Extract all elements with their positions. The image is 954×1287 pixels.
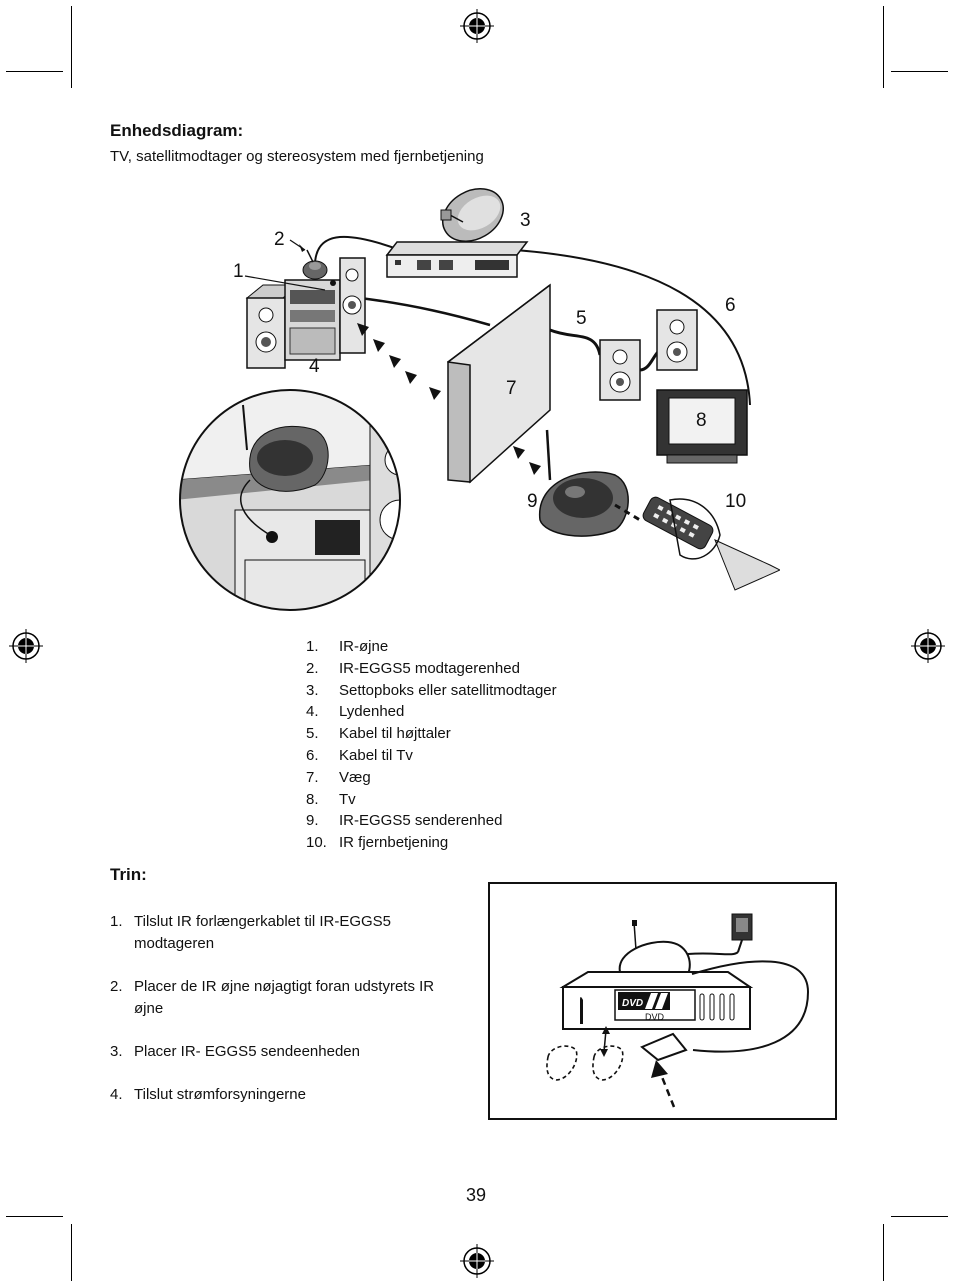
legend-text: IR-EGGS5 modtagerenhed <box>339 659 520 677</box>
stereo-to-wall-cable <box>359 296 491 327</box>
diagram-label-8: 8 <box>696 410 707 431</box>
step-text: Tilslut strømforsyningerne <box>134 1086 306 1103</box>
step-number: 3. <box>110 1043 123 1060</box>
legend-number: 8. <box>306 790 319 808</box>
stereo-system <box>245 249 366 369</box>
diagram-label-9: 9 <box>527 491 538 512</box>
step-number: 1. <box>110 913 123 930</box>
dvd-player: DVD DVD <box>559 971 754 1030</box>
diagram-label-4: 4 <box>309 356 320 377</box>
extension-cable <box>691 960 810 1053</box>
steps-list: 1. Tilslut IR forlængerkablet til IR-EGGS… <box>110 911 460 1106</box>
legend-text: Lydenhed <box>339 703 405 721</box>
ir-transmitter-icon <box>539 429 629 537</box>
list-item: 4. Tilslut strømforsyningerne <box>110 1084 460 1106</box>
diagram-label-1: 1 <box>233 261 244 282</box>
legend-number: 4. <box>306 703 319 721</box>
legend-number: 1. <box>306 638 319 655</box>
diagram-label-10: 10 <box>725 491 746 512</box>
crop-mark <box>6 1216 63 1217</box>
page-subtitle: TV, satellitmodtager og stereosystem med… <box>110 148 484 165</box>
crop-mark <box>71 6 72 88</box>
legend-text: Væg <box>339 768 371 786</box>
list-item: 1. IR-øjne <box>306 636 557 658</box>
power-adapter-icon <box>687 913 753 956</box>
list-item: 2. Placer de IR øjne nøjagtigt foran udst… <box>110 976 460 1020</box>
arrow-icon <box>299 244 305 252</box>
list-item: 8. Tv <box>306 789 557 811</box>
list-item: 9. IR-EGGS5 senderenhed <box>306 810 557 832</box>
diagram-label-6: 6 <box>725 295 736 316</box>
list-item: 3. Placer IR- EGGS5 sendeenheden <box>110 1041 460 1063</box>
legend-number: 7. <box>306 768 319 786</box>
list-item: 6. Kabel til Tv <box>306 745 557 767</box>
crop-mark <box>71 1224 72 1281</box>
step-text: Tilslut IR forlængerkablet til IR-EGGS5 … <box>134 913 392 952</box>
crop-mark <box>891 1216 948 1217</box>
registration-mark-icon <box>460 9 494 43</box>
legend-text: Kabel til Tv <box>339 746 413 764</box>
legend-text: Settopboks eller satellitmodtager <box>339 681 557 699</box>
list-item: 7. Væg <box>306 767 557 789</box>
wall <box>447 283 551 484</box>
list-item: 10. IR fjernbetjening <box>306 832 557 854</box>
list-item: 1. Tilslut IR forlængerkablet til IR-EGGS… <box>110 911 460 955</box>
list-item: 5. Kabel til højttaler <box>306 723 557 745</box>
speaker-cable <box>549 328 602 356</box>
page-number: 39 <box>466 1185 487 1205</box>
remote-control-icon <box>642 496 780 591</box>
arrow-icon <box>651 1060 668 1078</box>
legend-text: IR-øjne <box>339 638 389 655</box>
step-number: 2. <box>110 978 123 995</box>
cable-to-tv <box>514 249 751 406</box>
steps-heading: Trin: <box>110 865 147 884</box>
diagram-label-5: 5 <box>576 308 587 329</box>
list-item: 4. Lydenhed <box>306 701 557 723</box>
step-text: Placer IR- EGGS5 sendeenheden <box>134 1043 360 1060</box>
crop-mark <box>883 6 884 88</box>
diagram-label-3: 3 <box>520 210 531 231</box>
label-pointer <box>244 275 326 291</box>
page-heading: Enhedsdiagram: <box>110 121 244 140</box>
crop-mark <box>891 71 948 72</box>
legend-number: 10. <box>306 834 327 852</box>
crop-mark <box>6 71 63 72</box>
legend-text: IR fjernbetjening <box>339 834 449 852</box>
legend-number: 2. <box>306 659 319 677</box>
device-diagram: 1 2 3 4 5 6 7 8 9 10 <box>179 188 780 611</box>
crop-mark <box>883 1224 884 1281</box>
legend-number: 6. <box>306 746 319 764</box>
legend-number: 3. <box>306 681 319 699</box>
speaker-icon <box>599 339 641 401</box>
diagram-label-7: 7 <box>506 378 517 399</box>
receiver-cable <box>313 235 401 271</box>
pointer-arrow <box>658 1071 676 1108</box>
component-legend: 1. IR-øjne 2. IR-EGGS5 modtagerenhed 3. Set… <box>306 636 557 854</box>
ir-dash <box>614 503 641 522</box>
speaker-icon <box>656 309 698 371</box>
list-item: 2. IR-EGGS5 modtagerenhed <box>306 658 557 680</box>
legend-text: Kabel til højttaler <box>339 725 451 743</box>
dvd-label: DVD <box>645 1012 665 1022</box>
registration-mark-icon <box>911 629 945 663</box>
list-item: 3. Settopboks eller satellitmodtager <box>306 680 557 702</box>
legend-number: 5. <box>306 725 319 743</box>
ir-eye-icon <box>546 1045 624 1081</box>
dvd-setup-illustration: DVD DVD <box>488 882 837 1120</box>
dvd-logo: DVD <box>622 998 643 1009</box>
registration-mark-icon <box>460 1244 494 1278</box>
legend-number: 9. <box>306 812 319 830</box>
legend-text: Tv <box>339 790 356 808</box>
legend-text: IR-EGGS5 senderenhed <box>339 812 503 830</box>
registration-mark-icon <box>9 629 43 663</box>
satellite-dish-icon <box>440 188 504 242</box>
step-text: Placer de IR øjne nøjagtigt foran udstyr… <box>134 978 435 1017</box>
step-number: 4. <box>110 1086 123 1103</box>
zoom-detail-circle <box>179 389 401 611</box>
diagram-label-2: 2 <box>274 229 285 250</box>
satellite-receiver <box>385 241 529 278</box>
tv-icon <box>656 389 748 464</box>
